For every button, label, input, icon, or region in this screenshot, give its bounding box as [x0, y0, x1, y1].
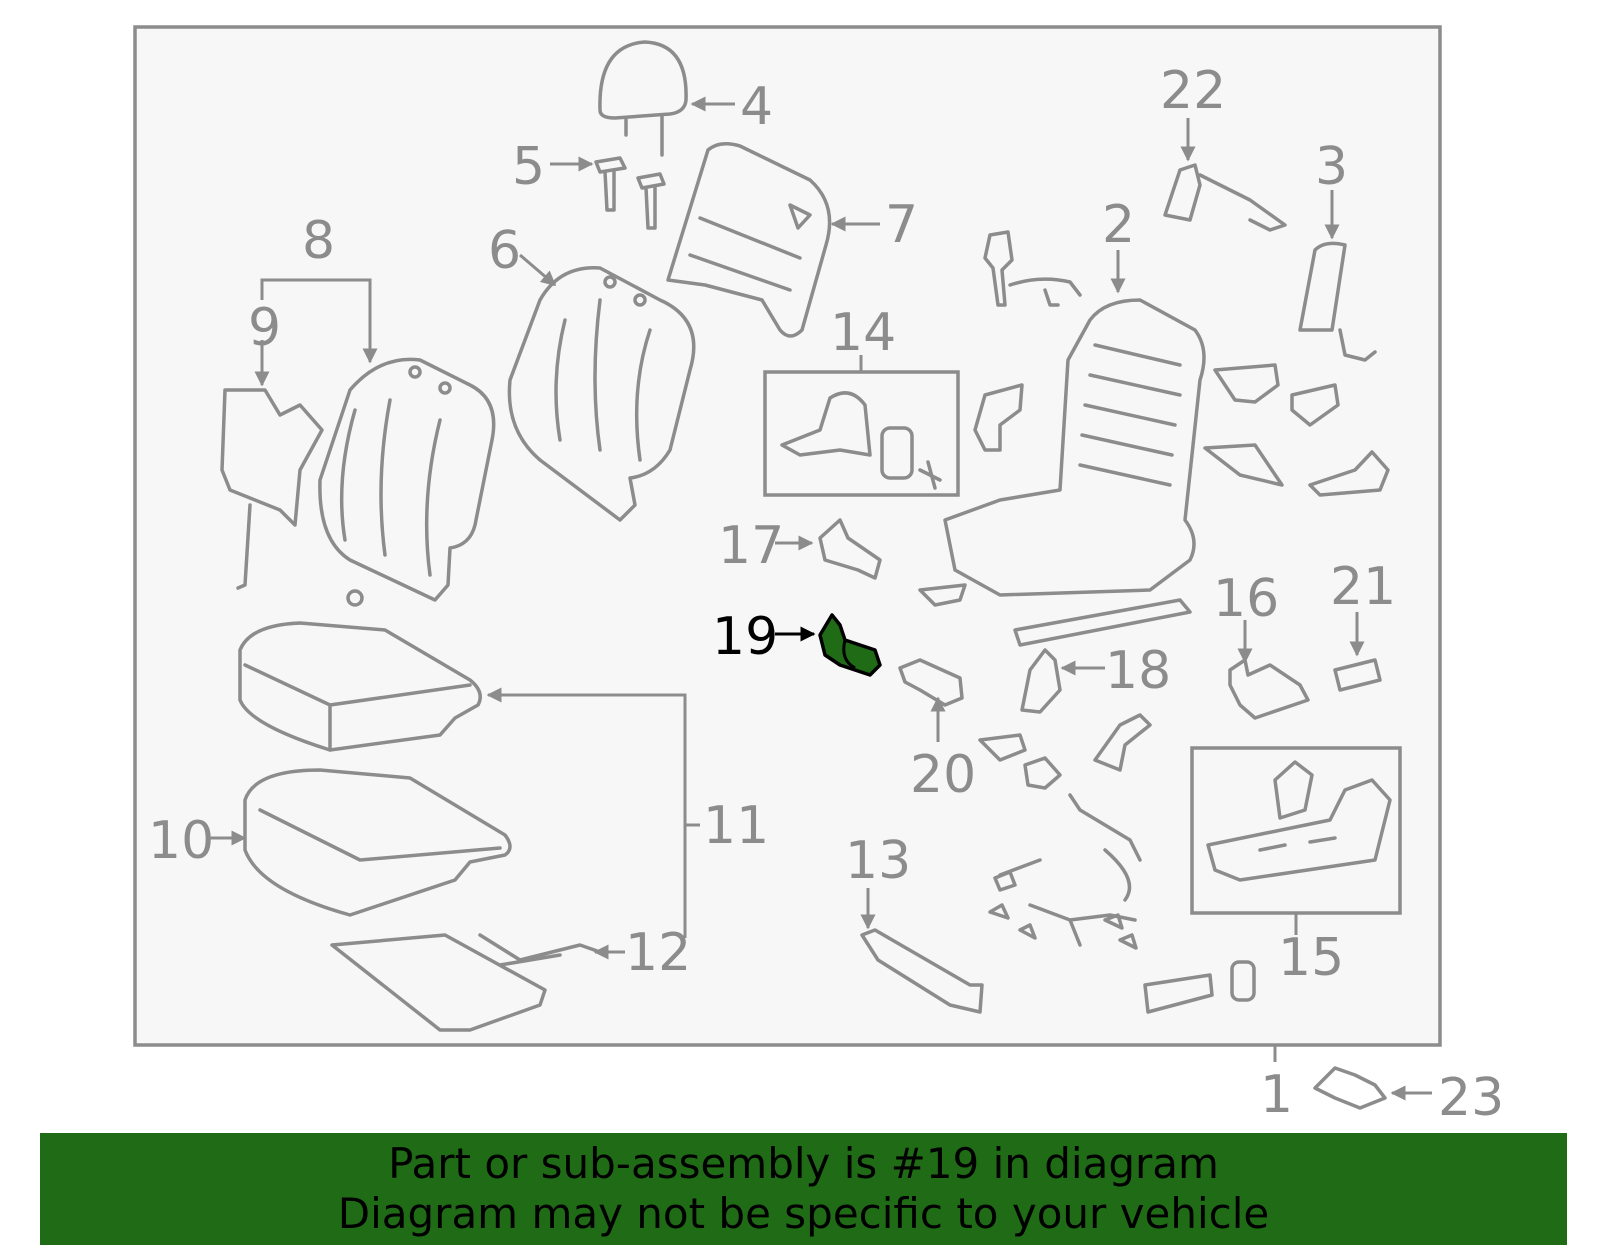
part-14-lumbar-switch[interactable]	[780, 391, 942, 490]
banner-background	[40, 1133, 1567, 1245]
callout-22: 22	[1160, 61, 1226, 121]
part-20-knob[interactable]	[898, 658, 964, 707]
part-23-clip[interactable]	[1313, 1066, 1387, 1110]
part-13-side-shield[interactable]	[860, 928, 984, 1014]
assembly-frame	[133, 25, 1442, 1047]
part-6-seatback-pad[interactable]	[507, 266, 696, 522]
callout-13: 13	[845, 831, 911, 891]
callout-10: 10	[148, 811, 214, 871]
callout-14: 14	[830, 303, 896, 363]
banner-line-1: Part or sub-assembly is #19 in diagram	[388, 1139, 1219, 1188]
callout-3: 3	[1315, 137, 1348, 197]
part-21-cap[interactable]	[1333, 658, 1382, 692]
callout-21: 21	[1330, 557, 1396, 617]
callout-1: 1	[1260, 1065, 1293, 1125]
callout-4: 4	[740, 77, 773, 137]
part-8-seatback-cover[interactable]	[318, 357, 496, 602]
part-10-cushion-pad[interactable]	[243, 768, 512, 917]
callout-7: 7	[885, 195, 918, 255]
callout-15: 15	[1278, 928, 1344, 988]
callout-2: 2	[1102, 195, 1135, 255]
part-harness	[978, 713, 1152, 950]
part-3-side-airbag[interactable]	[1298, 241, 1377, 362]
part-18-lever-cover[interactable]	[1020, 648, 1062, 714]
part-7-seatback-board[interactable]	[666, 142, 832, 338]
part-2-seat-frame[interactable]	[918, 230, 1206, 647]
part-5-headrest-guide[interactable]	[594, 156, 666, 230]
callout-12: 12	[625, 923, 691, 983]
part-11-cushion-cover[interactable]	[238, 621, 482, 752]
part-9-seatback-panel[interactable]	[220, 388, 324, 590]
callout-5: 5	[512, 137, 545, 197]
callout-23: 23	[1438, 1068, 1504, 1128]
callout-16: 16	[1213, 569, 1279, 629]
part-17-cover[interactable]	[818, 518, 882, 580]
callout-9: 9	[248, 298, 281, 358]
callout-19: 19	[712, 607, 778, 667]
callout-11: 11	[703, 796, 769, 856]
part-12-seat-heater[interactable]	[330, 933, 602, 1032]
part-bottom-trim	[1143, 960, 1256, 1014]
part-side-brackets	[1203, 363, 1390, 497]
callout-18: 18	[1105, 641, 1171, 701]
part-clip	[346, 589, 364, 607]
callout-17: 17	[718, 516, 784, 576]
part-4-headrest[interactable]	[598, 40, 688, 157]
callout-8: 8	[302, 211, 335, 271]
callout-6: 6	[488, 221, 521, 281]
part-22-recliner-cover[interactable]	[1163, 163, 1287, 232]
banner-line-2: Diagram may not be specific to your vehi…	[337, 1189, 1270, 1238]
callout-20: 20	[910, 745, 976, 805]
info-banner: Part or sub-assembly is #19 in diagram D…	[40, 1133, 1567, 1245]
part-16-bracket[interactable]	[1228, 658, 1310, 720]
part-15-power-seat-switch[interactable]	[1206, 760, 1392, 882]
part-19-highlighted[interactable]	[818, 613, 882, 677]
